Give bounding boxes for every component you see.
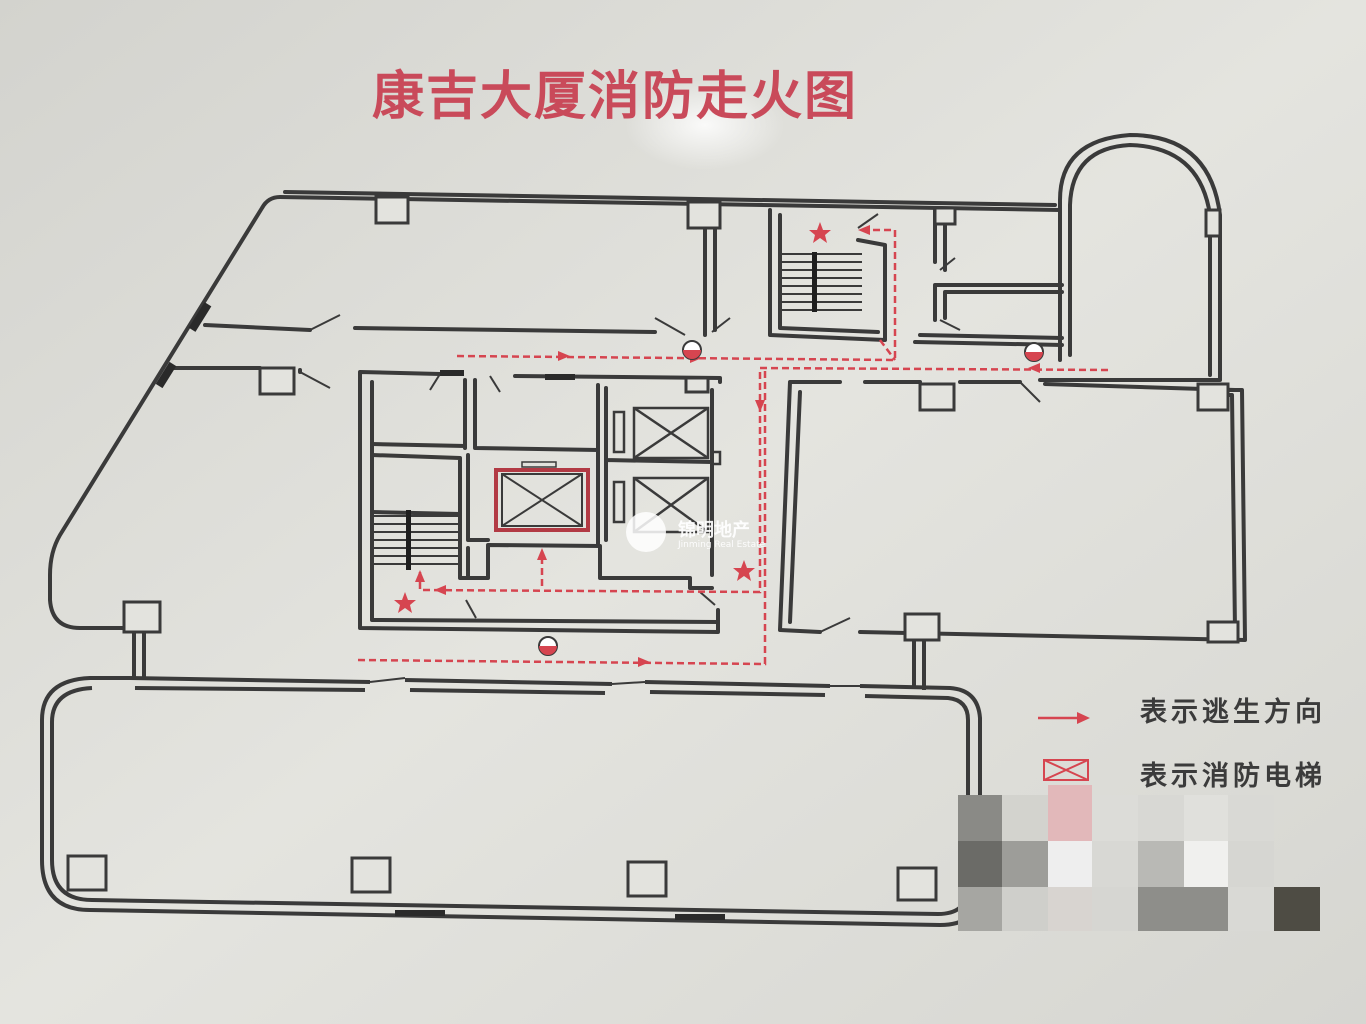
column: [350, 856, 392, 894]
window-strip: [675, 914, 725, 920]
escape-route: [879, 339, 896, 361]
lower-wing-outer: [40, 676, 982, 927]
stair-icon: [374, 515, 458, 565]
door-swing: [857, 213, 879, 229]
door-swing: [369, 677, 406, 683]
top-right-rooms: [913, 208, 1064, 347]
window-strip: [440, 370, 464, 376]
legend-fire-elevator-label: 表示消防电梯: [1140, 761, 1326, 792]
fire-elevator-icon: [494, 461, 590, 532]
escape-route: [418, 366, 1109, 594]
pixelated-mosaic: [958, 785, 1320, 931]
star-marker-icon: [394, 222, 831, 613]
connector-left: [132, 630, 146, 680]
column: [258, 366, 296, 396]
rounded-tower-wall: [1038, 133, 1222, 382]
door-swing: [299, 371, 331, 389]
watermark-name-cn: 锦明地产: [678, 520, 750, 541]
core-stair-enclosure: [466, 453, 490, 578]
door-swing: [819, 617, 851, 633]
column: [626, 860, 668, 898]
door-swing: [611, 681, 646, 685]
upper-corridor-wall-1: [203, 323, 657, 334]
lower-wing-inner: [50, 686, 970, 916]
door-swing: [699, 591, 716, 606]
column: [1204, 208, 1222, 238]
elevator: [632, 476, 710, 534]
fire-extinguisher-icon: [1024, 342, 1044, 362]
column: [686, 200, 722, 230]
outer-wall-upper: [48, 195, 1062, 630]
escape-route: [357, 368, 767, 666]
watermark-name-en: Jinming Real Estate: [678, 540, 766, 550]
column: [122, 600, 162, 634]
core-left-rooms: [370, 510, 462, 516]
door-swing: [465, 599, 477, 619]
door-swing: [939, 319, 961, 331]
outer-wall-upper-inner: [283, 190, 1057, 207]
rounded-tower-inner: [1068, 143, 1212, 377]
escape-arrow-icon: [415, 225, 1040, 667]
core-rooms: [370, 378, 714, 590]
door-swing: [1019, 381, 1041, 403]
door-swing: [711, 317, 731, 333]
upper-corridor-wall-2: [168, 366, 302, 374]
column: [1206, 620, 1240, 644]
fire-extinguisher-icon: [538, 636, 558, 656]
right-room-left-inner: [788, 390, 802, 624]
window-strip: [155, 361, 177, 389]
window-strip: [545, 374, 575, 380]
legend-fire-elevator-icon: [1043, 759, 1089, 781]
door-swing: [654, 317, 686, 336]
core-inner-left: [370, 380, 720, 624]
elevator-door: [612, 480, 626, 524]
column: [66, 854, 108, 892]
column: [903, 612, 941, 642]
column: [933, 206, 957, 226]
fire-extinguisher-icon: [682, 340, 702, 360]
stair-rail: [812, 252, 817, 312]
column: [374, 195, 410, 225]
watermark: 锦明地产 Jinming Real Estate: [626, 512, 796, 558]
watermark-logo-icon: [626, 512, 666, 552]
stair-rail: [406, 510, 411, 570]
connector-right: [912, 640, 926, 690]
elevator-door: [710, 450, 722, 466]
light-glare: [625, 80, 785, 170]
escape-route: [456, 228, 897, 362]
window-strip: [395, 910, 445, 916]
column: [918, 382, 956, 412]
column: [1196, 382, 1230, 412]
legend-escape-arrow-icon: [1038, 712, 1090, 724]
elevator: [632, 406, 710, 460]
door-swing: [489, 375, 501, 393]
column: [896, 866, 938, 902]
stair-room-top: [768, 208, 887, 342]
page-title: 康吉大厦消防走火图: [372, 67, 859, 127]
door-swing: [939, 257, 956, 271]
legend-escape-label: 表示逃生方向: [1140, 697, 1326, 728]
stair-icon: [782, 253, 862, 311]
door-swing: [309, 314, 341, 331]
right-room-left: [778, 380, 842, 634]
window-strip: [188, 302, 212, 332]
column: [684, 376, 710, 394]
door-swing: [429, 373, 441, 391]
elevator-door: [612, 410, 626, 454]
